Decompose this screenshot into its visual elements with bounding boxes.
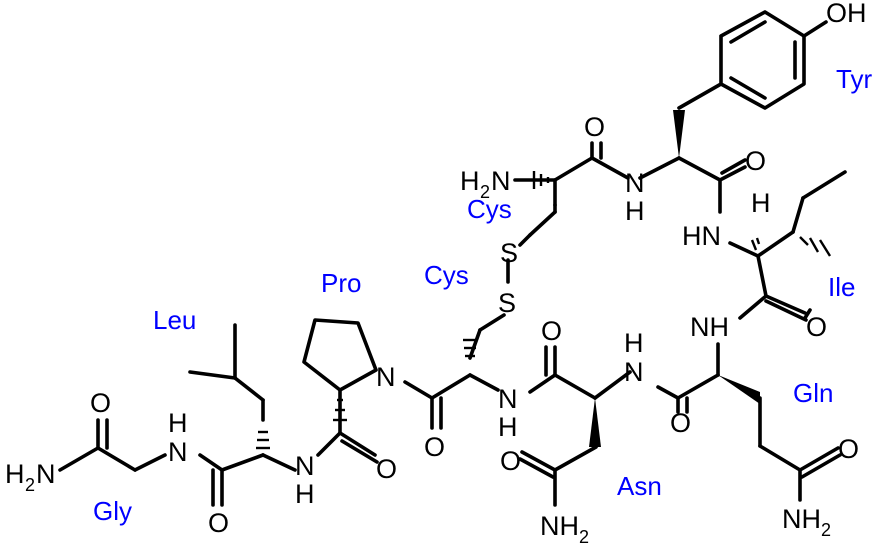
tyr-carbonyl-o-label: O	[745, 146, 766, 176]
gln-wedge	[718, 375, 760, 404]
h2n-terminus-subscript: 2	[480, 182, 490, 202]
gly-carbonyl-o-label: O	[90, 388, 111, 418]
cys1-carbonyl-o-label: O	[584, 112, 605, 142]
cys2-carbonyl-o-label: O	[424, 432, 445, 462]
tyr-amide-n-label: N	[625, 168, 645, 198]
residue-label-gly: Gly	[93, 496, 132, 526]
ile-alpha-h-label: H	[751, 188, 771, 218]
gly-n-label: N	[168, 437, 188, 467]
tyr-amide-h-label: H	[625, 196, 645, 226]
leu-h-label: H	[295, 479, 315, 509]
gly-h-label: H	[168, 408, 188, 438]
asn-h-label: H	[624, 328, 644, 358]
cys2-n-label: N	[498, 384, 518, 414]
disulfide-s2-label: S	[498, 288, 516, 318]
c-terminus-subscript: 2	[25, 475, 35, 495]
residue-label-asn: Asn	[617, 471, 662, 501]
disulfide-s1-label: S	[500, 238, 518, 268]
asn-n-label: N	[624, 357, 644, 387]
residue-label-gln: Gln	[793, 378, 833, 408]
pro-carbonyl-o-label: O	[376, 454, 397, 484]
cys2-h-label: H	[498, 412, 518, 442]
hashed-bonds	[256, 171, 832, 450]
asn-carbonyl-o-label: O	[541, 316, 562, 346]
residue-label-leu: Leu	[153, 305, 196, 335]
gln-carbonyl-o-label: O	[670, 408, 691, 438]
c-terminus-n-label: N	[36, 459, 56, 489]
tyr-hydroxyl-label: OH	[826, 0, 867, 28]
leu-n-label: N	[295, 451, 315, 481]
bond-skeleton	[58, 10, 847, 507]
residue-label-tyr: Tyr	[836, 64, 872, 94]
ile-hn-label: HN	[682, 221, 721, 251]
gln-nh-label: NH	[690, 312, 729, 342]
h2n-terminus-n-label: N	[491, 166, 511, 196]
residue-label-ile: Ile	[828, 272, 855, 302]
leu-carbonyl-o-label: O	[208, 508, 229, 538]
residue-label-cys2: Cys	[424, 260, 469, 290]
gln-nh2-subscript: 2	[821, 520, 831, 540]
pro-n-label: N	[376, 362, 396, 392]
c-terminus-h-label: H	[5, 459, 25, 489]
asn-nh2-subscript: 2	[579, 527, 589, 547]
h2n-terminus-h-label: H	[460, 166, 480, 196]
wedge-bonds	[589, 110, 760, 447]
ile-carbonyl-o-label: O	[806, 312, 827, 342]
gln-amide-o-label: O	[838, 434, 859, 464]
asn-wedge	[589, 398, 601, 447]
residue-label-pro: Pro	[321, 268, 361, 298]
tyr-wedge	[673, 110, 685, 158]
gln-nh2-label: NH	[782, 504, 821, 534]
asn-nh2-label: NH	[540, 511, 579, 541]
residue-label-cys1: Cys	[467, 194, 512, 224]
asn-side-o-label: O	[500, 446, 521, 476]
